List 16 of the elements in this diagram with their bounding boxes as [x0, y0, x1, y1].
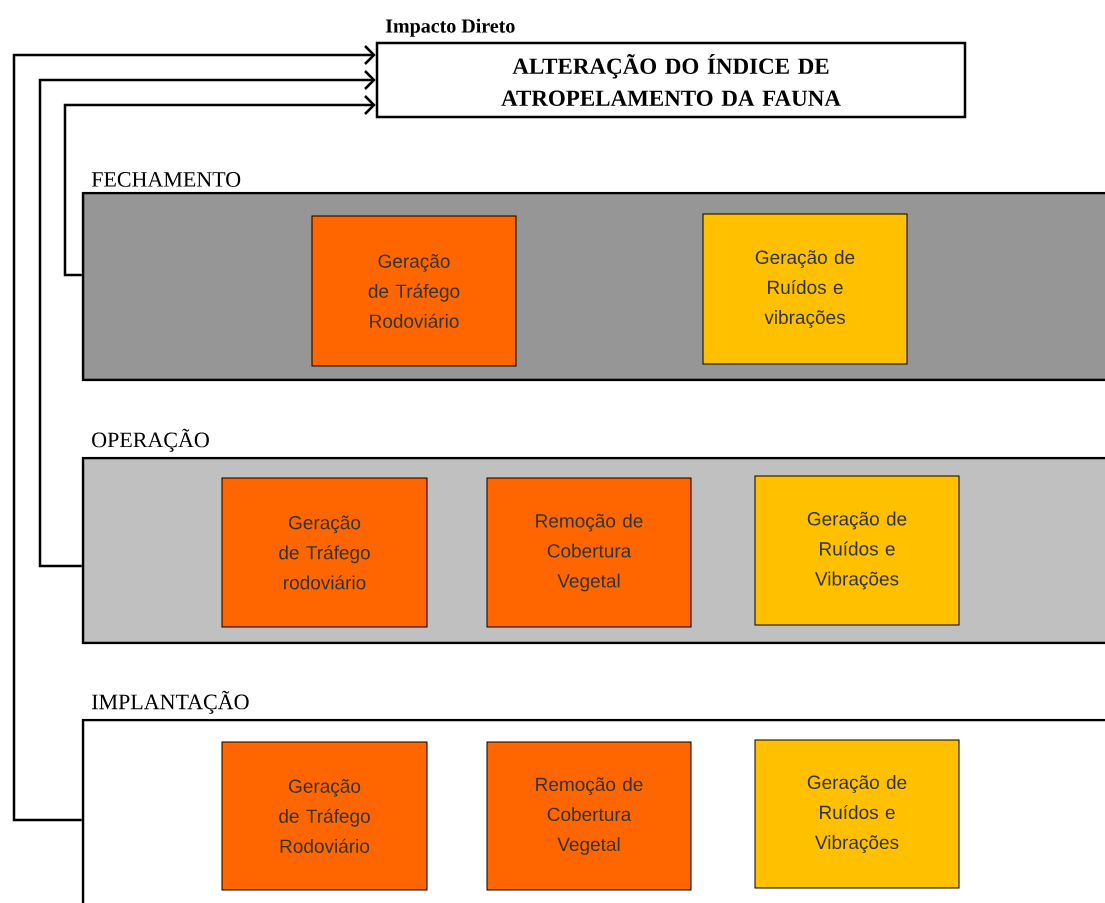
process-box: Remoção de Cobertura Vegetal — [486, 477, 692, 628]
band-heading: IMPLANTAÇÃO — [92, 690, 249, 714]
process-box: Geração de Tráfego Rodoviário — [311, 215, 517, 367]
band-heading: OPERAÇÃO — [92, 428, 209, 452]
impact-box: ALTERAÇÃO DO ÍNDICE DE ATROPELAMENTO DA FAUNA — [375, 41, 967, 119]
process-box: Geração de Ruídos e Vibrações — [754, 739, 960, 889]
process-box: Geração de Tráfego rodoviário — [221, 477, 428, 628]
band-heading: FECHAMENTO — [91, 172, 241, 187]
arrow — [12, 45, 376, 822]
box-heading: Impacto Direto — [385, 18, 515, 37]
process-box: Geração de Ruídos e vibrações — [702, 213, 908, 365]
process-box: Remoção de Cobertura Vegetal — [486, 741, 692, 891]
process-box: Geração de Ruídos e Vibrações — [754, 475, 960, 626]
arrow — [38, 70, 376, 568]
arrow — [63, 95, 376, 277]
process-box: Geração de Tráfego Rodoviário — [221, 741, 428, 891]
